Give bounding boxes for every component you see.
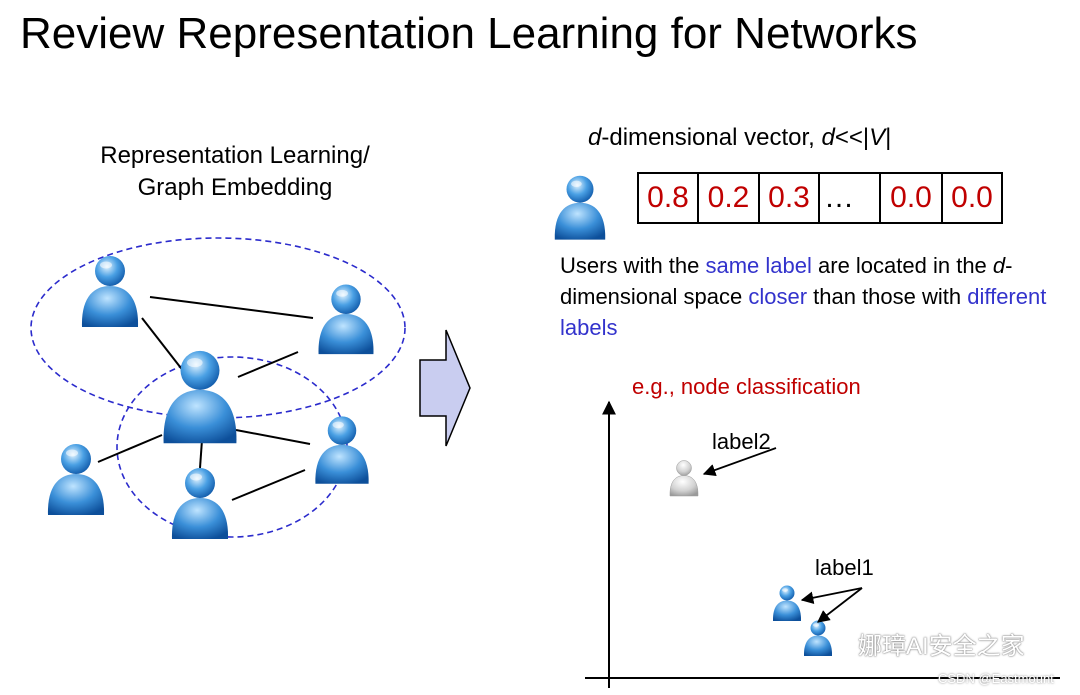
credit: CSDN @Eastmount [938, 670, 1054, 688]
vector-cell: 0.3 [760, 174, 820, 222]
user-icon [315, 416, 368, 483]
vector-cell: 0.0 [943, 174, 1001, 222]
label1-text: label1 [815, 554, 874, 582]
vector-caption: d-dimensional vector, d<<|V| [588, 122, 891, 154]
edge [142, 318, 184, 372]
user-icon [164, 351, 237, 443]
edge [236, 430, 310, 444]
user-icon [48, 444, 104, 515]
edge [232, 470, 305, 500]
plot-title: e.g., node classification [632, 372, 861, 402]
user-icon [319, 285, 374, 355]
edge [98, 435, 162, 462]
transition-arrow [420, 330, 470, 446]
vector-cell: 0.8 [639, 174, 699, 222]
description-text: Users with the same label are located in… [560, 250, 1060, 343]
vector-cell: … [820, 174, 881, 222]
edge [150, 297, 313, 318]
watermark: 娜璋AI安全之家 [858, 632, 1025, 662]
user-icon [82, 256, 138, 327]
user-icon [172, 468, 228, 539]
edge [238, 352, 298, 377]
cluster-ellipse-bottom [117, 357, 347, 537]
user-icon-label2 [670, 461, 698, 497]
edge [200, 440, 202, 468]
embedding-vector: 0.8 0.2 0.3 … 0.0 0.0 [637, 172, 1003, 224]
label2-text: label2 [712, 428, 771, 456]
vector-cell: 0.2 [699, 174, 760, 222]
user-icon-label1 [773, 586, 801, 622]
vector-cell: 0.0 [881, 174, 943, 222]
user-icon-label1 [804, 621, 832, 657]
user-icon [555, 176, 605, 240]
